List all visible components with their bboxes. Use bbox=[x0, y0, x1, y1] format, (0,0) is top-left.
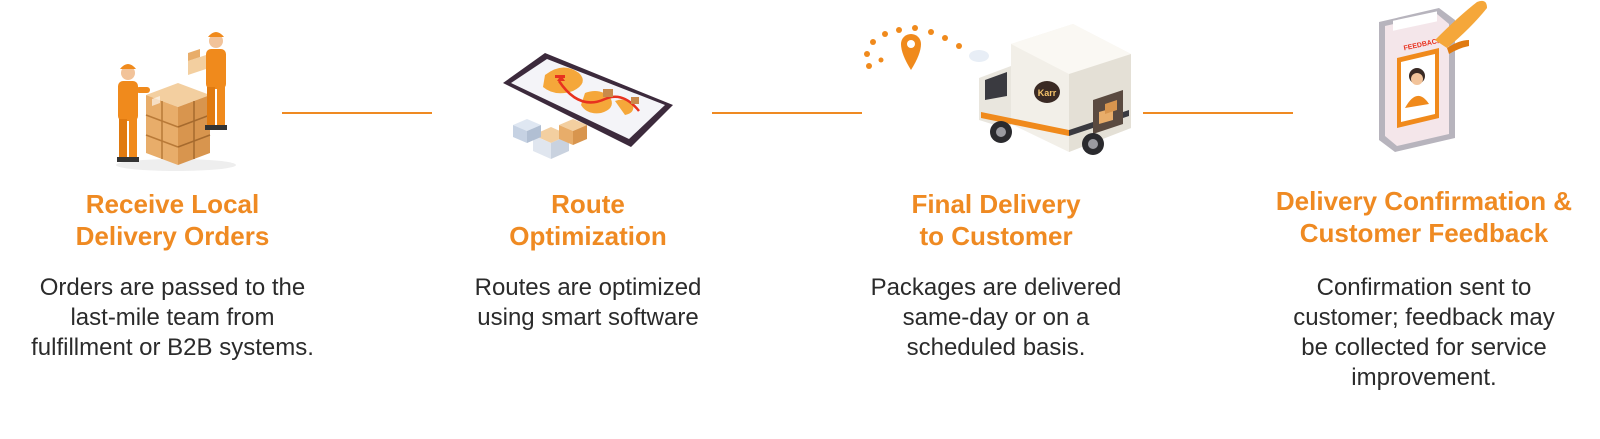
delivery-van-icon: Karr bbox=[864, 24, 1131, 155]
connector-line-3 bbox=[1143, 112, 1293, 114]
feedback-phone-icon: FEEDBACK bbox=[1379, 0, 1487, 152]
step-confirmation-feedback: FEEDBACK Delivery Confirmation & Custome… bbox=[1248, 0, 1600, 439]
van-logo-text: Karr bbox=[1038, 88, 1057, 98]
step-title: Route Optimization bbox=[509, 189, 667, 251]
step-final-delivery: Karr Final Delivery to Customer Packages… bbox=[836, 0, 1156, 439]
step-description: Packages are delivered same-day or on a … bbox=[870, 274, 1122, 361]
tablet-route-map-icon bbox=[503, 53, 673, 159]
step-description: Routes are optimized using smart softwar… bbox=[474, 274, 702, 331]
step-title: Delivery Confirmation & Customer Feedbac… bbox=[1275, 186, 1573, 248]
workers-with-boxes-icon bbox=[115, 32, 236, 171]
step-description: Confirmation sent to customer; feedback … bbox=[1293, 274, 1555, 391]
step-description: Orders are passed to the last-mile team … bbox=[31, 274, 314, 361]
connector-line-2 bbox=[712, 112, 862, 114]
connector-line-1 bbox=[282, 112, 432, 114]
step-route-optimization: Route Optimization Routes are optimized … bbox=[433, 0, 743, 439]
step-title: Final Delivery to Customer bbox=[911, 189, 1081, 251]
step-receive-orders: Receive Local Delivery Orders Orders are… bbox=[0, 0, 345, 439]
step-title: Receive Local Delivery Orders bbox=[75, 189, 270, 251]
